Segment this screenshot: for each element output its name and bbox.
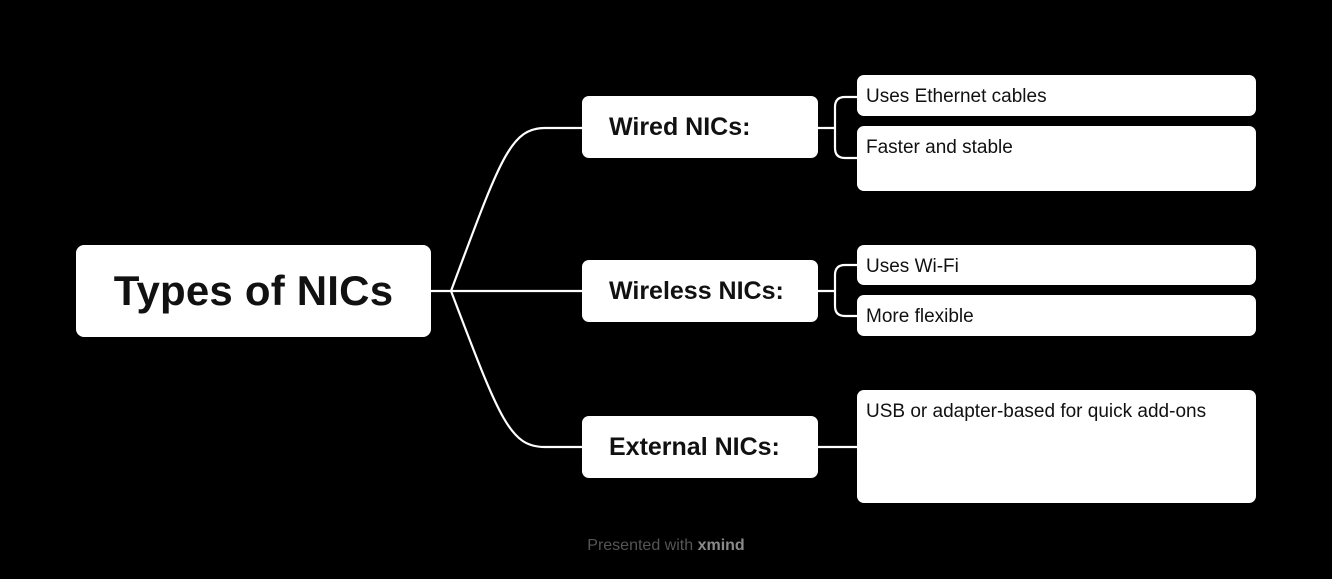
leaf-node-wireless-2[interactable]: More flexible (857, 295, 1256, 336)
footer-credit: Presented with xmind (0, 537, 1332, 555)
branch-node-wireless[interactable]: Wireless NICs: (582, 260, 818, 322)
leaf-node-wired-1[interactable]: Uses Ethernet cables (857, 75, 1256, 116)
connector-wireless-leaves (816, 263, 859, 318)
footer-prefix: Presented with (587, 537, 694, 554)
branch-node-external[interactable]: External NICs: (582, 416, 818, 478)
connector-root-external (449, 289, 584, 449)
connector-root-wired (429, 126, 584, 293)
root-node-types-of-nics[interactable]: Types of NICs (76, 245, 431, 337)
leaf-node-external-1[interactable]: USB or adapter-based for quick add-ons (857, 390, 1256, 503)
leaf-node-wireless-1[interactable]: Uses Wi-Fi (857, 245, 1256, 285)
branch-node-wired[interactable]: Wired NICs: (582, 96, 818, 158)
leaf-node-wired-2[interactable]: Faster and stable (857, 126, 1256, 191)
xmind-logo-text: xmind (697, 537, 745, 554)
connector-wired-leaves (816, 95, 859, 160)
